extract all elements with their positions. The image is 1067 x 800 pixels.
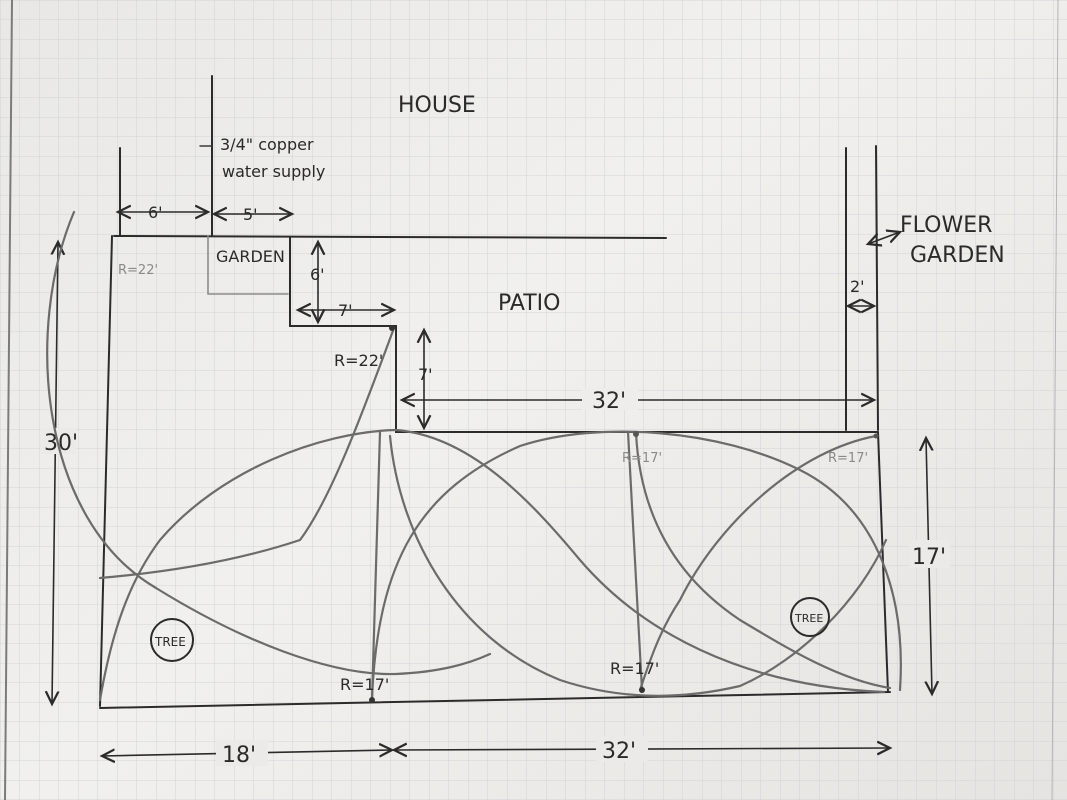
tree-left-label: TREE <box>154 635 186 649</box>
radius-line-mid <box>626 430 644 692</box>
patio-outline <box>289 237 879 433</box>
radius-line-left <box>370 430 382 702</box>
sprinkler-head-top-mid <box>633 431 639 437</box>
radius-label-top-mid: R=17' <box>622 451 662 466</box>
dim-6ft-top: 6' <box>148 203 163 222</box>
copper-note-line2: water supply <box>222 162 325 181</box>
dim-32ft-bottom: 32' <box>602 739 636 764</box>
flower-garden-line2: GARDEN <box>910 243 1005 268</box>
tree-right-icon <box>790 597 830 637</box>
radius-label-top-right: R=17' <box>828 451 868 466</box>
dim-32ft-patio: 32' <box>592 389 626 414</box>
garden-box <box>207 235 289 295</box>
flower-garden-line1: FLOWER <box>900 213 992 238</box>
radius-label-bottom-mid: R=17' <box>610 659 659 678</box>
dim-7ft-horiz: 7' <box>338 301 353 320</box>
radius-label-house-corner: R=22' <box>118 263 158 278</box>
arc-r17-patio-left <box>98 428 398 702</box>
dim-6ft-vert: 6' <box>310 265 325 284</box>
arc-r17-bottom-center <box>388 434 888 697</box>
flower-garden-line-outer <box>875 145 879 431</box>
arc-r17-top-right <box>638 434 878 692</box>
yard-left-line <box>99 235 113 707</box>
dim-5ft: 5' <box>243 205 258 224</box>
patio-label: PATIO <box>498 291 560 316</box>
paper-edge <box>4 0 13 800</box>
tree-left-icon <box>150 618 194 662</box>
yard-bottom-line <box>99 691 891 709</box>
dim-32ft-patio-gap <box>582 388 638 410</box>
copper-note-line1: 3/4" copper <box>220 135 314 154</box>
sprinkler-head-step <box>389 325 395 331</box>
sprinkler-head-top-right <box>873 433 879 439</box>
garden-label: GARDEN <box>216 247 285 266</box>
arc-r17-patio-right <box>394 428 886 694</box>
dim-18ft-gap <box>216 740 268 766</box>
dim-32ft-bottom-gap <box>596 736 648 762</box>
tree-right-label: TREE <box>794 612 823 625</box>
flower-garden-pointer <box>868 232 900 244</box>
dim-17ft: 17' <box>912 545 946 570</box>
house-wall-line <box>113 235 667 239</box>
house-label: HOUSE <box>398 93 476 118</box>
paper-edge-right <box>1051 0 1059 800</box>
dim-18ft: 18' <box>222 743 256 768</box>
radius-label-step: R=22' <box>334 351 383 370</box>
dim-2ft: 2' <box>850 277 865 296</box>
arc-r17-top-mid <box>634 430 892 690</box>
sprinkler-head-bottom-left <box>369 697 375 703</box>
arc-r22-center <box>98 326 396 580</box>
dim-30ft-arrow <box>52 242 58 704</box>
radius-label-bottom-left: R=17' <box>340 675 389 694</box>
arc-r22-left <box>46 210 492 676</box>
dim-7ft-vert: 7' <box>418 365 433 384</box>
sprinkler-head-bottom-mid <box>639 687 645 693</box>
dim-17ft-gap <box>910 540 950 568</box>
